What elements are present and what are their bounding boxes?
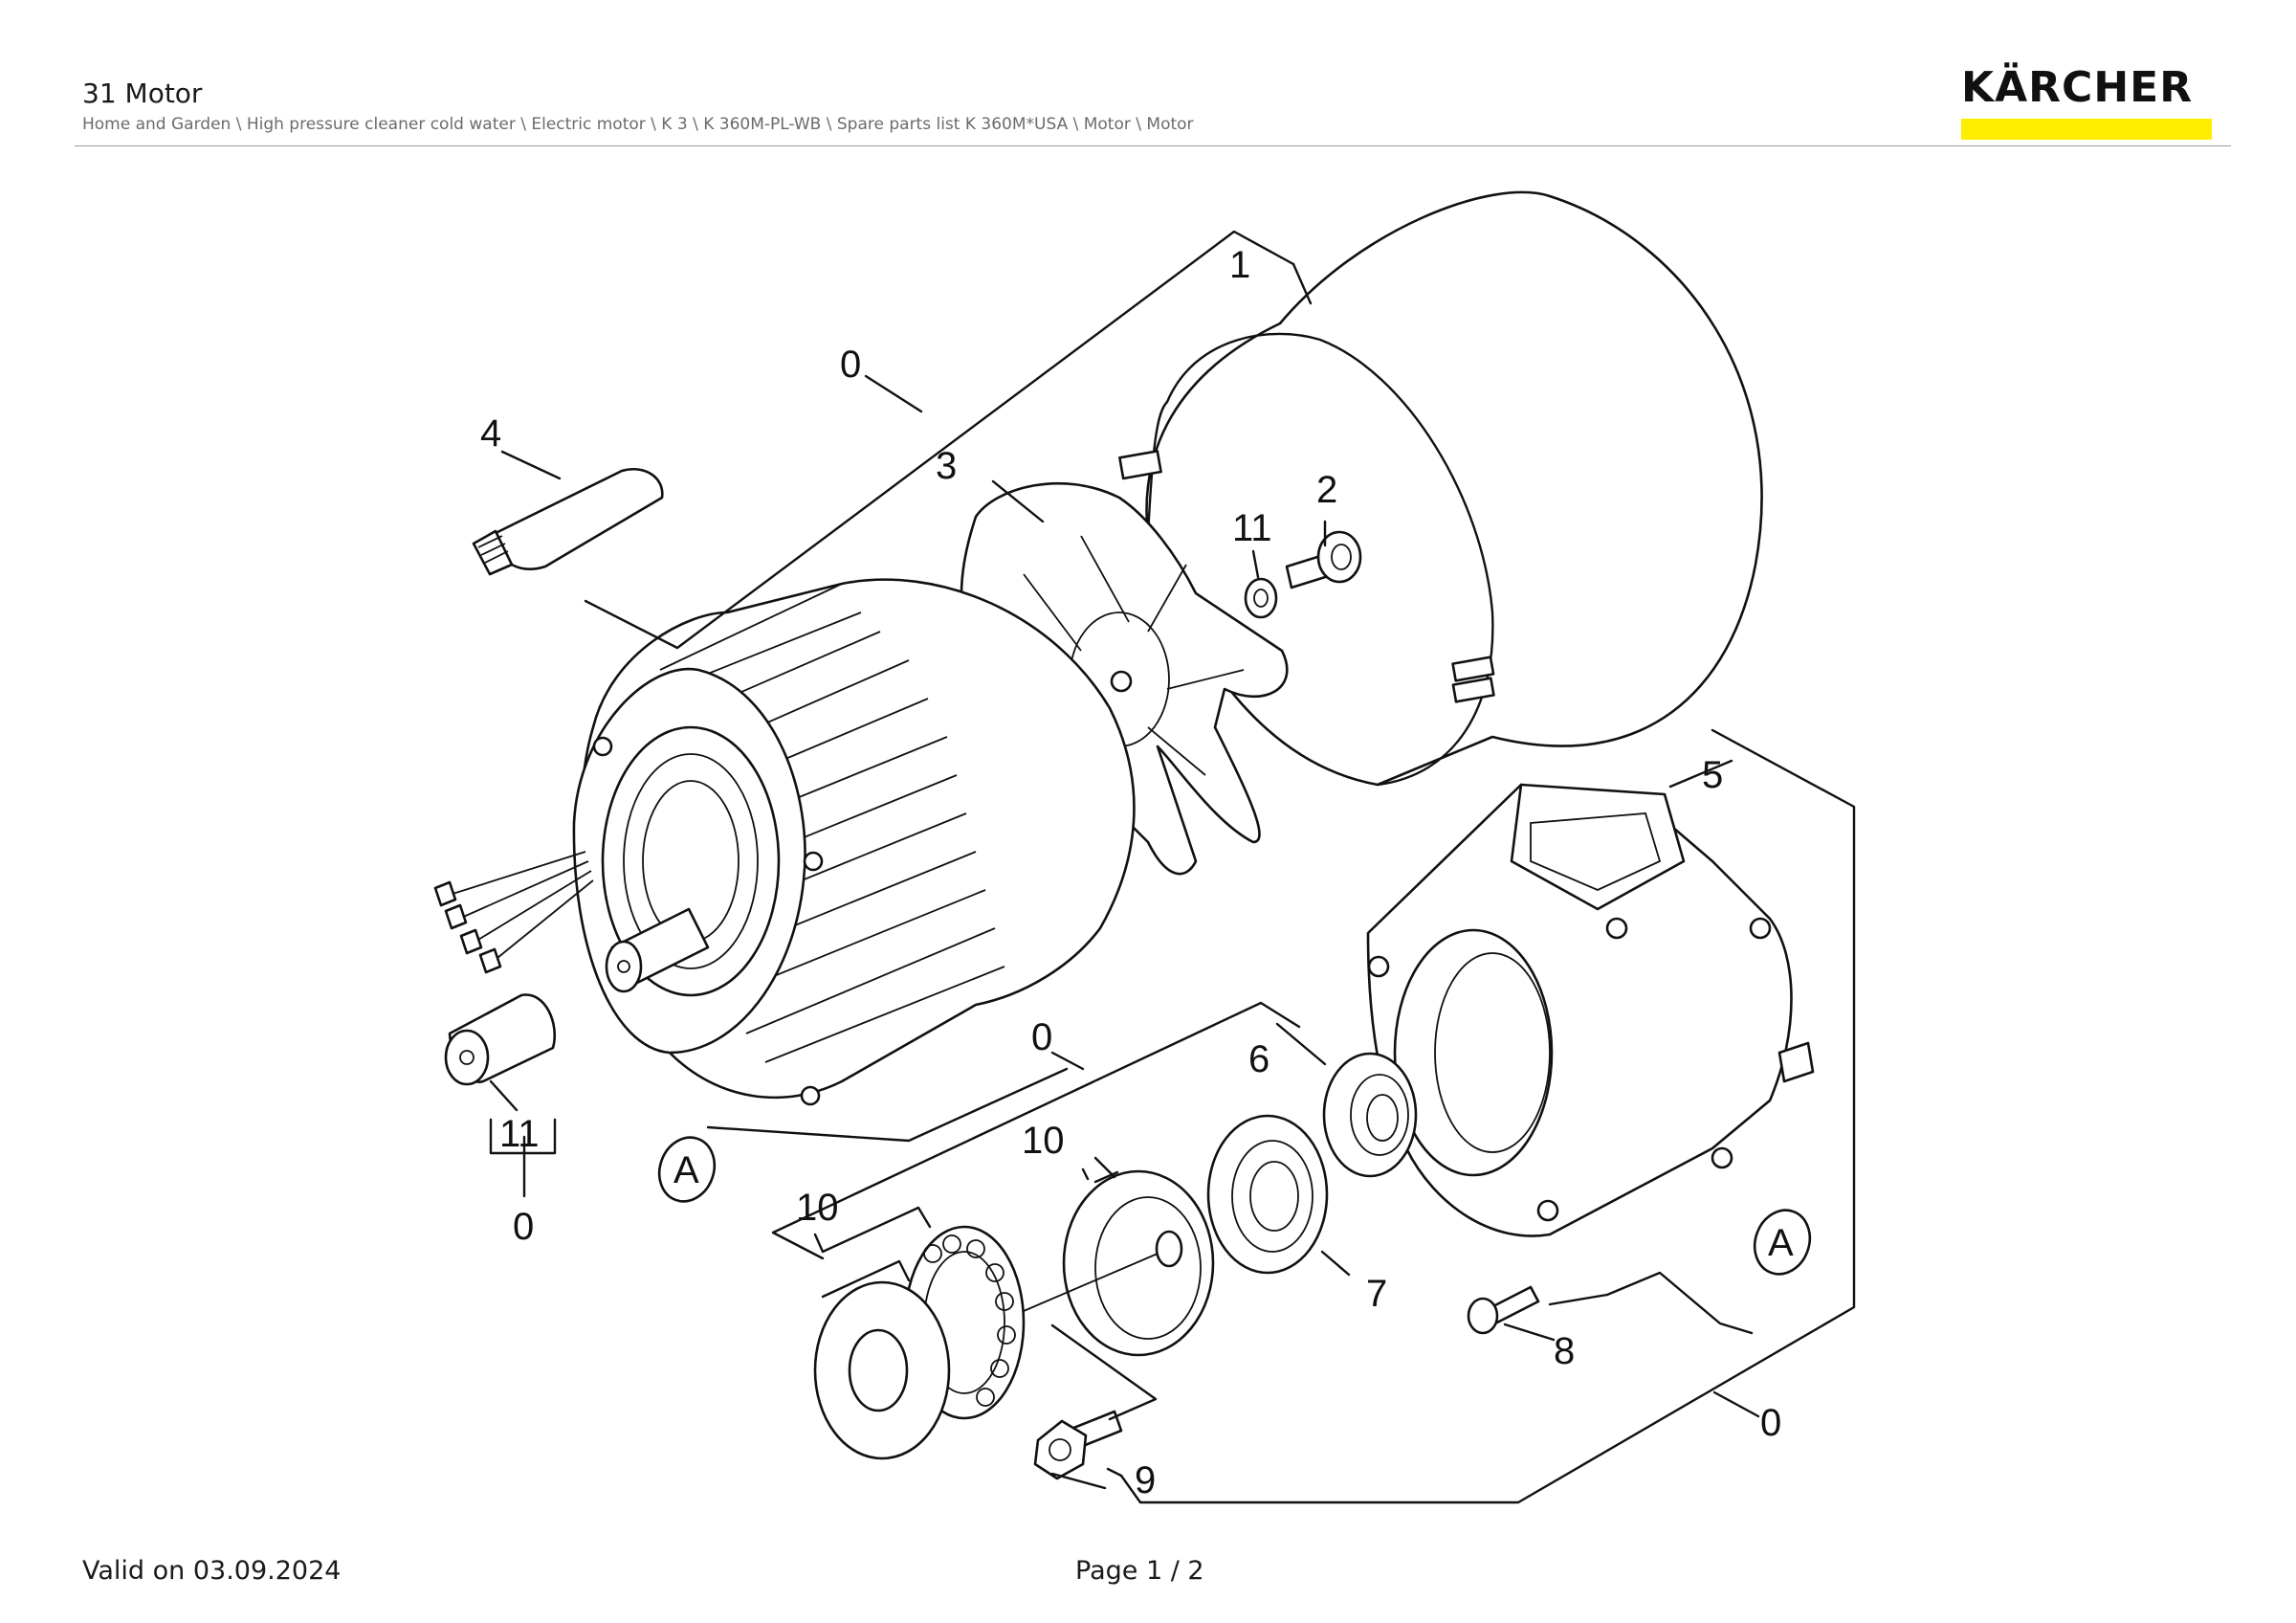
callout-1: 1 <box>1229 244 1250 286</box>
callout-9: 9 <box>1135 1459 1156 1501</box>
page-number: Page 1 / 2 <box>1075 1556 1204 1586</box>
callout-10-a: 10 <box>1022 1120 1065 1162</box>
page-header: 31 Motor Home and Garden \ High pressure… <box>82 77 1194 134</box>
breadcrumb: Home and Garden \ High pressure cleaner … <box>82 115 1194 134</box>
callout-10-b: 10 <box>796 1187 839 1229</box>
valid-date: Valid on 03.09.2024 <box>82 1556 342 1586</box>
screw-part-9 <box>1033 1410 1123 1480</box>
thrust-bearing-part-10 <box>813 1225 1026 1460</box>
ref-a-right-label: A <box>1768 1222 1794 1264</box>
leader-lines <box>489 230 1856 1504</box>
callout-8: 8 <box>1554 1330 1575 1372</box>
callout-0-bottom: 0 <box>1760 1402 1781 1444</box>
callout-5: 5 <box>1702 754 1723 796</box>
callout-0-mid: 0 <box>1031 1016 1052 1058</box>
stator-part <box>433 578 1136 1106</box>
page-title: 31 Motor <box>82 78 203 109</box>
logo-yellow-bar <box>1961 119 2212 140</box>
reference-marker-a-right: A <box>1753 1209 1812 1276</box>
swash-plate-part-10 <box>1023 1169 1215 1357</box>
ref-a-left-label: A <box>673 1149 699 1191</box>
logo-wordmark: KÄRCHER <box>1961 63 2194 112</box>
callout-2: 2 <box>1316 469 1337 511</box>
reference-marker-a-left: A <box>657 1136 717 1203</box>
pump-housing-part-5 <box>1366 783 1815 1237</box>
screw-part-2 <box>1285 530 1362 589</box>
callout-0-top: 0 <box>840 344 861 386</box>
coupling-part-11 <box>444 993 556 1086</box>
washer-part-11 <box>1244 577 1278 619</box>
grease-tube-part-4 <box>472 468 664 576</box>
callout-4: 4 <box>480 412 501 455</box>
screw-part-8 <box>1467 1285 1540 1335</box>
karcher-logo: KÄRCHER <box>1961 65 2212 140</box>
callout-11-upper: 11 <box>1232 507 1272 549</box>
callout-3: 3 <box>936 445 957 487</box>
header-divider <box>75 145 2231 146</box>
bearing-part-7 <box>1206 1114 1329 1275</box>
callout-7: 7 <box>1366 1273 1387 1315</box>
callout-11-lower: 11 <box>499 1113 540 1155</box>
callout-0-left: 0 <box>513 1206 534 1248</box>
callout-6: 6 <box>1248 1038 1269 1080</box>
motor-cover-part <box>1118 190 1763 787</box>
seal-part-6 <box>1322 1052 1418 1178</box>
